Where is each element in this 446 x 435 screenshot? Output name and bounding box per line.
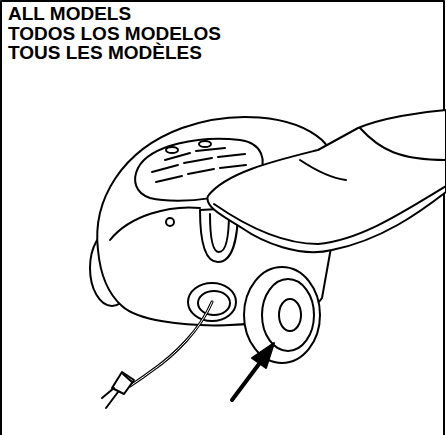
heading-group: ALL MODELSTODOS LOS MODELOSTOUS LES MODÈ… [8,4,308,63]
power-cord [130,302,212,386]
model-heading: TOUS LES MODÈLES [8,43,308,63]
foot [207,110,446,252]
direction-arrow [232,343,274,400]
model-heading: ALL MODELS [8,4,308,24]
body-seam [110,207,200,240]
power-cord-core [130,302,212,386]
front-wheel [244,267,320,363]
plug [102,372,134,408]
model-heading: TODOS LOS MODELOS [8,24,308,44]
